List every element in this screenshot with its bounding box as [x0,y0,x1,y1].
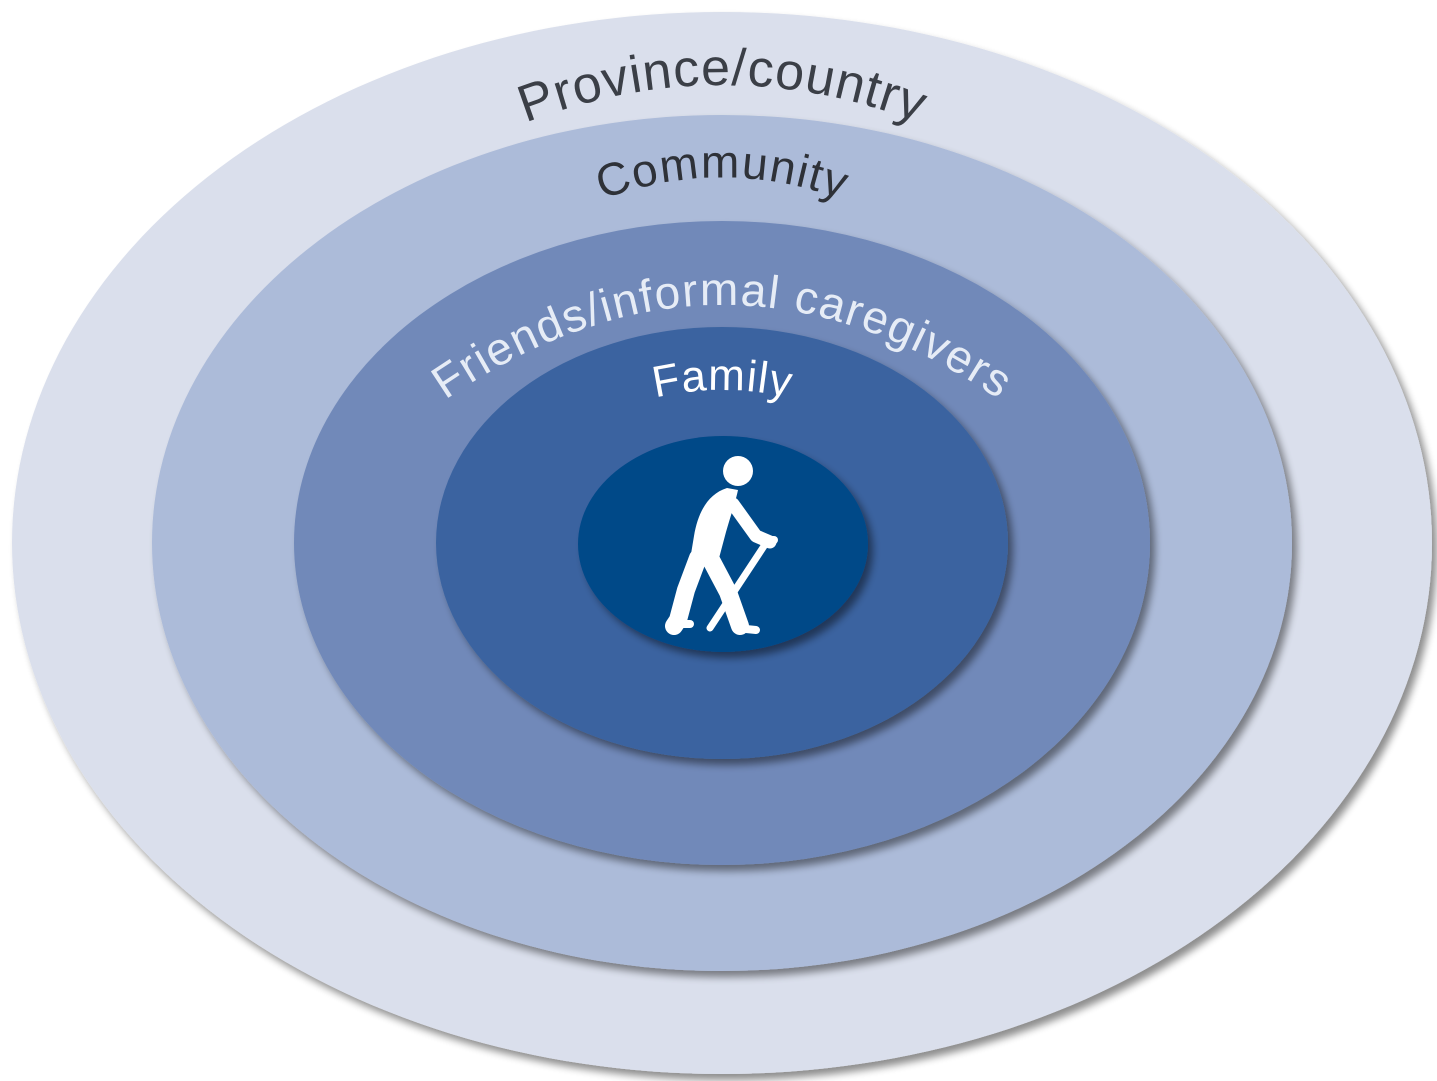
label-family: Family [648,351,797,408]
center-individual [578,436,868,652]
elderly-person-with-cane-icon [665,456,778,635]
